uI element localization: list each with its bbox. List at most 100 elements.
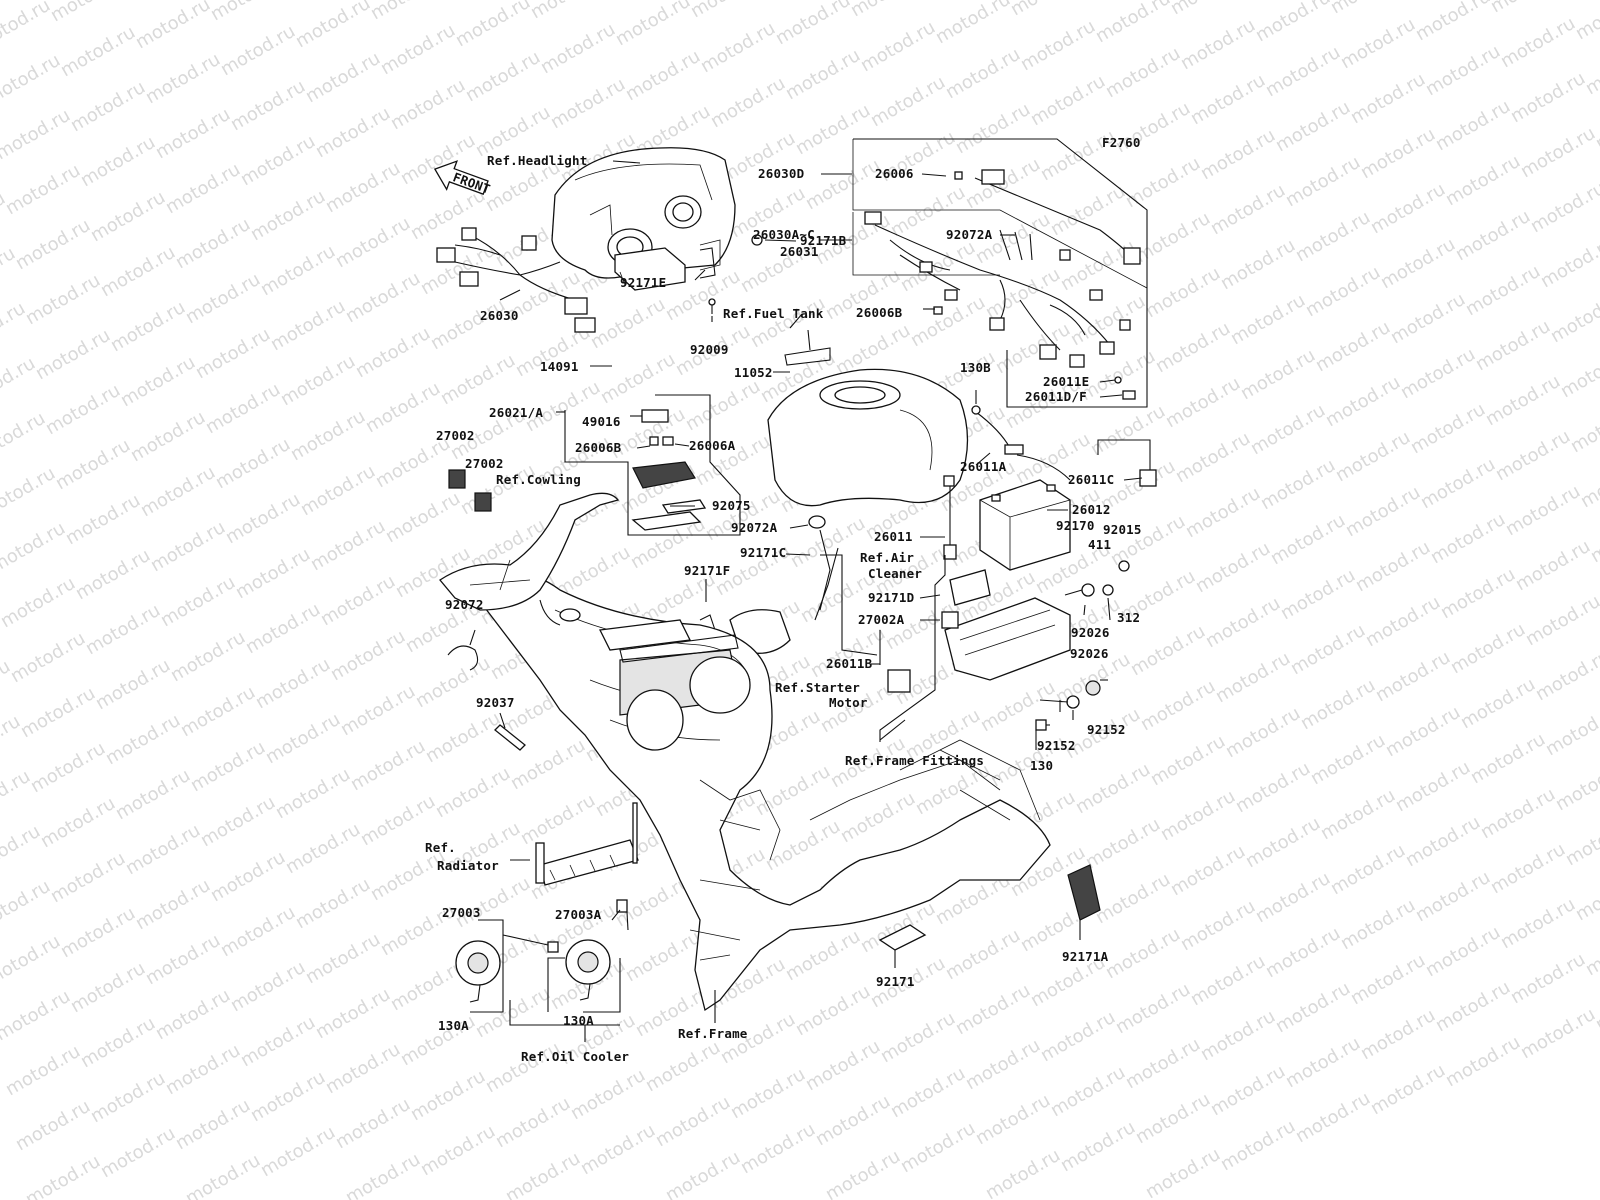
label-ref-starter-2: Motor [829,695,868,710]
watermark-text: motod.ru [1592,95,1600,154]
label-11052: 11052 [734,365,773,380]
watermark-text: motod.ru [792,100,874,159]
watermark-text: motod.ru [1197,1006,1279,1065]
fuel-tank [767,329,969,507]
watermark-text: motod.ru [302,48,384,107]
watermark-text: motod.ru [77,132,159,191]
label-26030a-c: 26030A~C [753,227,815,242]
leader-lines [469,160,1143,1042]
watermark-text: motod.ru [172,214,254,273]
watermark-text: motod.ru [1422,922,1504,981]
watermark-text: motod.ru [1422,41,1504,100]
watermark-text: motod.ru [622,46,704,105]
watermark-text: motod.ru [267,296,349,355]
watermark-text: motod.ru [202,379,284,438]
watermark-text: motod.ru [492,1093,574,1152]
watermark-text: motod.ru [1497,13,1579,72]
watermark-text: motod.ru [1267,510,1349,569]
watermark-text: motod.ru [1437,564,1519,623]
relay-27002-b [474,492,492,512]
watermark-text: motod.ru [1587,508,1600,567]
label-26021-a: 26021/A [489,405,543,420]
label-26011d-f: 26011D/F [1025,389,1087,404]
watermark-text: motod.ru [1057,236,1139,295]
watermark-text: motod.ru [1547,288,1600,347]
battery-26012 [979,479,1071,571]
watermark-text: motod.ru [22,1151,104,1200]
watermark-text: motod.ru [77,1013,159,1072]
cable-26011c [1097,439,1151,470]
watermark-text: motod.ru [897,237,979,296]
watermark-text: motod.ru [252,654,334,713]
watermark-text: motod.ru [1357,1005,1439,1064]
watermark-text: motod.ru [162,1040,244,1099]
watermark-text: motod.ru [1477,784,1559,843]
watermark-text: motod.ru [1582,921,1600,980]
watermark-text: motod.ru [327,626,409,685]
watermark-text: motod.ru [407,185,489,244]
watermark-text: motod.ru [1442,151,1524,210]
watermark-text: motod.ru [97,242,179,301]
watermark-text: motod.ru [877,1008,959,1067]
label-26006b-top: 26006B [856,305,903,320]
watermark-text: motod.ru [62,490,144,549]
horn-27003 [455,940,559,1003]
watermark-text: motod.ru [317,571,399,630]
watermark-text: motod.ru [0,573,79,632]
watermark-text: motod.ru [1327,0,1409,18]
watermark-text: motod.ru [1537,233,1600,292]
watermark-text: motod.ru [1072,759,1154,818]
label-ref-air-cleaner-1: Ref.Air [860,550,914,565]
watermark-text: motod.ru [1347,69,1429,128]
clip-26006b [649,436,659,446]
watermark-text: motod.ru [1107,511,1189,570]
battery-case [941,560,1130,731]
ecu-14091 [614,247,686,291]
watermark-text: motod.ru [1182,483,1264,542]
watermark-text: motod.ru [362,378,444,437]
watermark-text: motod.ru [1092,869,1174,928]
label-411: 411 [1088,537,1111,552]
watermark-text: motod.ru [1532,646,1600,705]
watermark-text: motod.ru [642,1037,724,1096]
watermark-text: motod.ru [962,1035,1044,1094]
watermark-text: motod.ru [247,186,329,245]
watermark-text: motod.ru [1292,1088,1374,1147]
watermark-text: motod.ru [1467,729,1549,788]
watermark-text: motod.ru [177,682,259,741]
watermark-text: motod.ru [577,1120,659,1179]
watermark-text: motod.ru [1287,620,1369,679]
watermark-text: motod.ru [597,349,679,408]
watermark-text: motod.ru [417,1121,499,1180]
watermark-text: motod.ru [1487,0,1569,17]
watermark-text: motod.ru [222,489,304,548]
watermark-text: motod.ru [1317,785,1399,844]
label-ref-frame: Ref.Frame [678,1026,748,1041]
label-ref-radiator-2: Radiator [437,858,499,873]
watermark-text: motod.ru [707,73,789,132]
watermark-text: motod.ru [1187,70,1269,129]
watermark-text: motod.ru [857,17,939,76]
watermark-text: motod.ru [82,600,164,659]
watermark-text: motod.ru [1112,979,1194,1038]
watermark-text: motod.ru [1387,289,1469,348]
watermark-text: motod.ru [7,628,89,687]
watermark-text: motod.ru [312,984,394,1043]
watermark-text: motod.ru [307,516,389,575]
watermark-text: motod.ru [142,930,224,989]
watermark-text: motod.ru [1232,758,1314,817]
relay-box-26021 [632,461,696,489]
label-92075: 92075 [712,498,751,513]
relay-27002-a [448,469,466,489]
label-26011e: 26011E [1043,374,1089,389]
label-92170: 92170 [1056,518,1095,533]
watermark-text: motod.ru [682,376,764,435]
watermark-text: motod.ru [612,0,694,50]
watermark-text: motod.ru [1337,14,1419,73]
watermark-text: motod.ru [1297,675,1379,734]
watermark-text: motod.ru [652,1092,734,1151]
watermark-text: motod.ru [1157,786,1239,845]
strap-92075 [631,511,702,531]
watermark-text: motod.ru [982,264,1064,323]
